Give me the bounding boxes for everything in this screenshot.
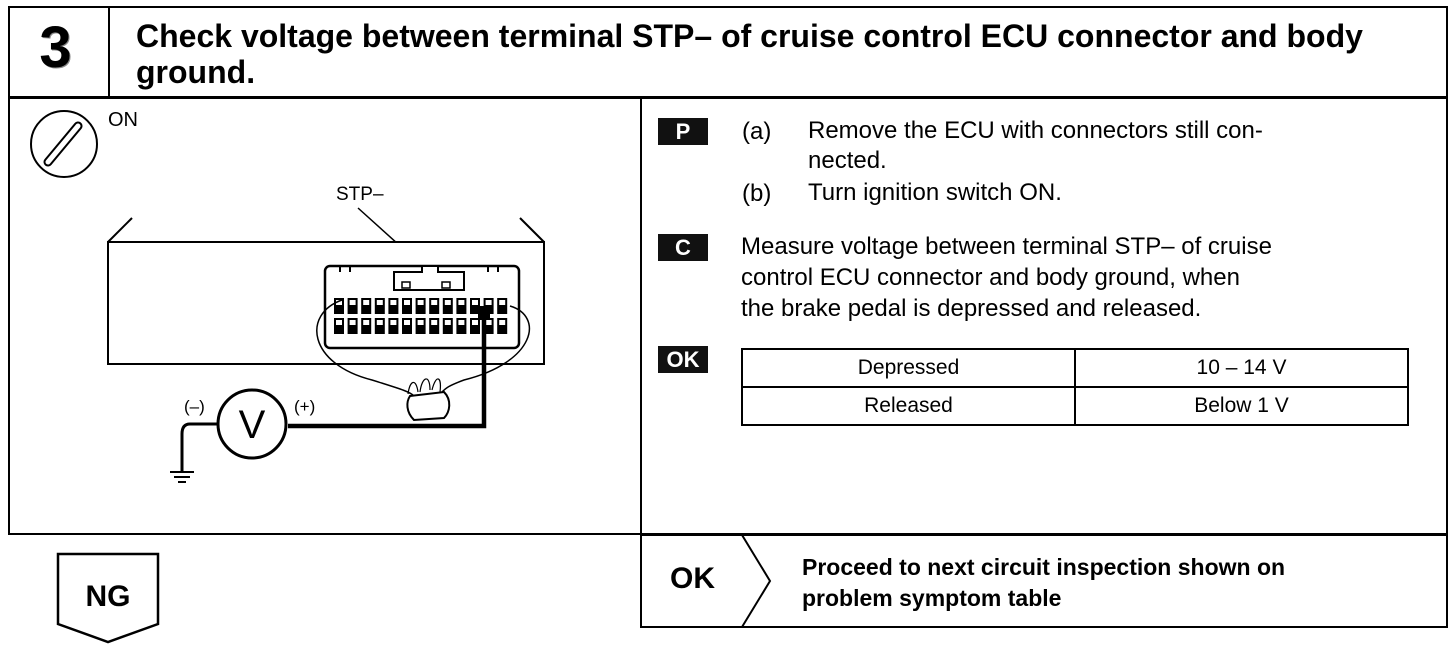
step-title: Check voltage between terminal STP– of c… (136, 18, 1363, 90)
result-table: Depressed 10 – 14 V Released Below 1 V (741, 348, 1409, 426)
connector-pin (402, 318, 412, 334)
connector-pin (483, 318, 494, 334)
switch-on-label: ON (108, 109, 138, 131)
ok-arrow-divider (741, 535, 772, 628)
connector-pin (470, 318, 480, 334)
measure-line1: Measure voltage between terminal STP– of… (741, 233, 1272, 260)
connector-pin (347, 318, 358, 334)
condition-cell: Released (741, 386, 1076, 426)
table-row: Released Below 1 V (741, 386, 1409, 426)
connector-pin (429, 298, 440, 314)
connector-pin (374, 318, 385, 334)
ground-icon (170, 471, 194, 483)
connector-pin (388, 318, 399, 334)
connector-pin (497, 298, 508, 314)
connector-pin (470, 298, 480, 314)
connector-pin (361, 298, 372, 314)
ok-next-step: Proceed to next circuit inspection shown… (802, 552, 1422, 614)
connector-pin (334, 318, 344, 334)
connector-pin (497, 318, 508, 334)
voltmeter-symbol: V (239, 403, 266, 447)
value-cell: 10 – 14 V (1074, 348, 1409, 388)
connector-pin (442, 298, 453, 314)
step-b-text: Turn ignition switch ON. (808, 179, 1062, 206)
connector-pin (456, 298, 467, 314)
connector-pins (334, 298, 508, 334)
ng-label: NG (85, 580, 131, 613)
ok-label: OK (670, 562, 715, 595)
stp-terminal-label: STP– (336, 184, 384, 205)
connector-pin (442, 318, 453, 334)
ok-text-line2: problem symptom table (802, 585, 1062, 611)
connector-pin (334, 298, 344, 314)
tag-ok: OK (658, 346, 708, 373)
tag-p: P (658, 118, 708, 145)
connector-pin (361, 318, 372, 334)
connector-pin (429, 318, 440, 334)
positive-probe-lead (288, 312, 487, 429)
connector-pin (415, 318, 426, 334)
measure-line3: the brake pedal is depressed and release… (741, 295, 1202, 322)
ecu-connector-diagram: ON STP– V (–) (+) (30, 109, 545, 483)
table-row: Depressed 10 – 14 V (741, 348, 1409, 388)
connector-pin (456, 318, 467, 334)
ecu-connector (323, 264, 521, 350)
ok-result-box (640, 534, 1448, 628)
tag-c: C (658, 234, 708, 261)
connector-pin (415, 298, 426, 314)
ok-text-line1: Proceed to next circuit inspection shown… (802, 554, 1286, 580)
step-a-line1: Remove the ECU with connectors still con… (808, 117, 1263, 144)
ng-pentagon (56, 552, 160, 644)
step-number: 3 (39, 15, 71, 80)
step-a-letter: (a) (742, 118, 772, 145)
measure-line2: control ECU connector and body ground, w… (741, 264, 1240, 291)
panel-divider (640, 97, 642, 628)
step-number-box (8, 6, 110, 98)
connector-pin (402, 298, 412, 314)
step-a-line2: nected. (808, 147, 887, 174)
connector-pin (374, 298, 385, 314)
connector-pin (347, 298, 358, 314)
connector-pin (388, 298, 399, 314)
condition-cell: Depressed (741, 348, 1076, 388)
positive-terminal-label: (+) (294, 397, 315, 416)
step-b-letter: (b) (742, 180, 772, 207)
value-cell: Below 1 V (1074, 386, 1409, 426)
negative-probe-lead (180, 422, 218, 472)
ignition-switch-icon (30, 110, 98, 178)
wire-bundle (406, 390, 451, 422)
negative-terminal-label: (–) (184, 397, 205, 416)
